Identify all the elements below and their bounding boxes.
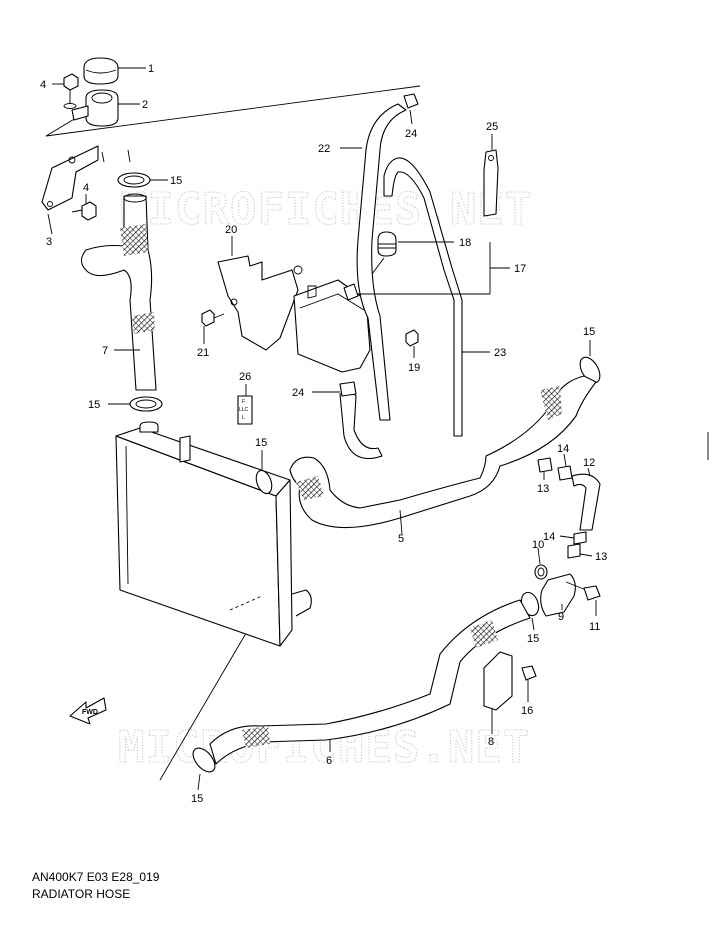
callout-19: 19 bbox=[408, 362, 420, 374]
diagram-code: AN400K7 E03 E28_019 bbox=[32, 870, 160, 884]
clip-14-upper bbox=[557, 465, 573, 481]
radiator-cap bbox=[83, 57, 119, 85]
leader-lines bbox=[47, 67, 597, 791]
o-ring bbox=[534, 564, 548, 580]
callout-14: 14 bbox=[543, 531, 555, 543]
callout-1: 1 bbox=[148, 63, 154, 75]
bolt-11 bbox=[583, 585, 601, 601]
callout-4: 4 bbox=[83, 182, 89, 194]
callout-16: 16 bbox=[521, 705, 533, 717]
svg-text:L: L bbox=[242, 415, 245, 421]
callout-6: 6 bbox=[326, 755, 332, 767]
callout-13: 13 bbox=[537, 483, 549, 495]
callout-5: 5 bbox=[398, 533, 404, 545]
callout-22: 22 bbox=[318, 143, 330, 155]
reservoir-lower-hose bbox=[339, 381, 383, 460]
bracket bbox=[41, 145, 99, 211]
callout-21: 21 bbox=[197, 347, 209, 359]
overflow-hose-22 bbox=[356, 103, 407, 421]
callout-15: 15 bbox=[170, 175, 182, 187]
forward-arrow: FWD bbox=[69, 697, 107, 725]
clamp-bottom bbox=[192, 747, 216, 773]
callout-10: 10 bbox=[532, 539, 544, 551]
callout-24: 24 bbox=[292, 387, 304, 399]
callout-2: 2 bbox=[142, 99, 148, 111]
callout-15: 15 bbox=[191, 793, 203, 805]
callout-12: 12 bbox=[583, 457, 595, 469]
filler-neck bbox=[71, 89, 119, 127]
bolt-16 bbox=[521, 665, 537, 681]
callout-15: 15 bbox=[583, 326, 595, 338]
main-hose-5 bbox=[289, 375, 597, 529]
callout-15: 15 bbox=[527, 633, 539, 645]
callout-4: 4 bbox=[40, 79, 46, 91]
radiator bbox=[115, 421, 312, 647]
reservoir-tank bbox=[293, 279, 371, 373]
callout-26: 26 bbox=[239, 371, 251, 383]
callout-20: 20 bbox=[225, 224, 237, 236]
bolt-19 bbox=[405, 329, 419, 347]
callout-3: 3 bbox=[46, 236, 52, 248]
svg-text:LLC: LLC bbox=[239, 407, 249, 413]
callout-18: 18 bbox=[459, 237, 471, 249]
svg-text:F: F bbox=[242, 399, 245, 405]
clamp-middle bbox=[255, 469, 273, 495]
bolt-21 bbox=[201, 309, 225, 327]
fitting-13-upper bbox=[537, 457, 553, 473]
fitting-13-lower bbox=[567, 543, 581, 559]
clamp-lower-left bbox=[129, 396, 163, 412]
watermark-top: MICROFICHES.NET bbox=[120, 184, 532, 235]
callout-13: 13 bbox=[595, 551, 607, 563]
hanger-bracket bbox=[483, 149, 499, 217]
inlet-hose-7 bbox=[80, 193, 157, 391]
clip-14-lower bbox=[573, 531, 587, 545]
callout-9: 9 bbox=[558, 611, 564, 623]
callout-17: 17 bbox=[514, 263, 526, 275]
callout-11: 11 bbox=[589, 621, 600, 633]
reservoir-cap bbox=[359, 231, 397, 291]
diagram-title: RADIATOR HOSE bbox=[32, 887, 131, 901]
reservoir-bracket bbox=[217, 255, 303, 351]
callout-23: 23 bbox=[494, 347, 506, 359]
callout-24: 24 bbox=[405, 128, 417, 140]
callout-15: 15 bbox=[88, 399, 100, 411]
thermostat-housing bbox=[540, 573, 587, 617]
breather-hose-23 bbox=[383, 157, 463, 437]
callout-15: 15 bbox=[255, 437, 267, 449]
bypass-hose-12 bbox=[571, 473, 601, 531]
clip-top bbox=[403, 93, 419, 109]
callout-numbers: 1 2 4 4 3 15 7 15 20 21 26 22 24 25 18 1… bbox=[40, 63, 607, 805]
callout-14: 14 bbox=[557, 443, 569, 455]
clamp-top-left bbox=[117, 172, 151, 188]
callout-7: 7 bbox=[102, 345, 108, 357]
svg-text:FWD: FWD bbox=[82, 709, 98, 716]
bolt-bracket bbox=[71, 201, 97, 221]
lower-hose-6 bbox=[209, 599, 531, 765]
hose-bracket-8 bbox=[483, 651, 513, 711]
coolant-label-tag: F LLC L bbox=[237, 395, 253, 425]
callout-25: 25 bbox=[486, 121, 498, 133]
bolt-upper bbox=[63, 73, 79, 109]
callout-8: 8 bbox=[488, 736, 494, 748]
